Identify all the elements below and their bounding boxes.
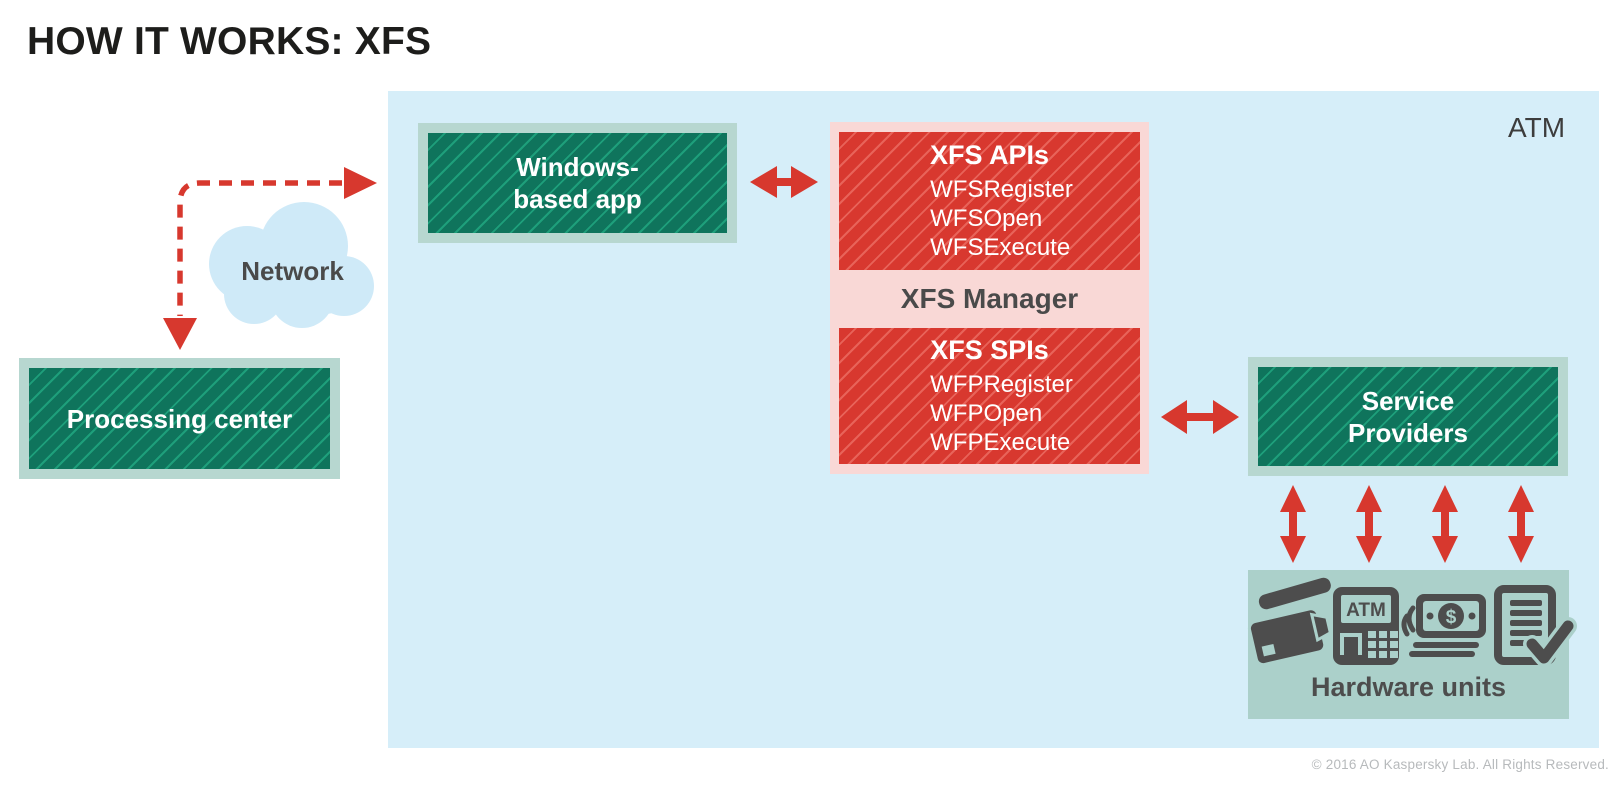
receipt-check-icon [1493,585,1577,667]
xfs-spis-item: WFPRegister [930,371,1073,398]
xfs-spis-item: WFPOpen [930,400,1043,427]
xfs-spis-items: WFPRegister WFPOpen WFPExecute [930,370,1073,457]
page-title: HOW IT WORKS: XFS [27,20,432,63]
windows-app-fill: Windows- based app [428,133,727,233]
xfs-apis-item: WFSOpen [930,205,1043,232]
xfs-apis-item: WFSRegister [930,176,1073,203]
service-providers-label-line2: Providers [1348,417,1468,448]
xfs-spis-title: XFS SPIs [930,335,1049,365]
hardware-units-label: Hardware units [1310,672,1507,702]
network-label: Network [241,255,344,286]
hardware-units-box: ATM $ [1246,570,1577,719]
service-providers-label-line1: Service [1361,385,1455,416]
copyright-text: © 2016 AO Kaspersky Lab. All Rights Rese… [1311,757,1609,772]
atm-terminal-icon: ATM [1332,587,1399,665]
xfs-spis-box: XFS SPIs WFPRegister WFPOpen WFPExecute [839,328,1140,464]
atm-icon-text: ATM [1346,600,1386,621]
xfs-apis-items: WFSRegister WFSOpen WFSExecute [930,175,1073,262]
atm-panel-label: ATM [1508,112,1566,143]
processing-center-fill: Processing center [29,368,330,469]
arrow-spis-service-providers [1161,400,1239,434]
windows-app-label-line2: based app [513,184,642,214]
xfs-manager-label: XFS Manager [900,283,1079,314]
xfs-manager-container: XFS APIs WFSRegister WFSOpen WFSExecute … [830,122,1149,474]
cash-dollar-symbol: $ [1445,607,1456,628]
arrow-sp-hardware [1508,485,1534,563]
arrowhead-down [163,318,197,350]
network-cloud-icon [209,202,374,328]
credit-cards-icon [1247,577,1332,667]
arrow-sp-hardware [1280,485,1306,563]
processing-center-box: Processing center [19,358,340,479]
hardware-icons-row: ATM $ [1246,577,1577,670]
windows-app-label-line1: Windows- [516,152,639,182]
processing-center-label: Processing center [66,403,293,434]
dashed-network-connector-arrow [163,167,377,350]
arrow-sp-hardware [1356,485,1382,563]
xfs-apis-title: XFS APIs [929,140,1050,170]
arrow-app-apis [750,166,818,198]
xfs-apis-item: WFSExecute [930,234,1071,261]
xfs-apis-box: XFS APIs WFSRegister WFSOpen WFSExecute [839,132,1140,270]
xfs-spis-item: WFPExecute [930,429,1071,456]
cash-icon: $ [1401,594,1486,657]
service-providers-box: Service Providers [1248,357,1568,476]
arrow-sp-hardware [1432,485,1458,563]
windows-app-box: Windows- based app [418,123,737,243]
arrowhead-right [344,167,377,199]
service-providers-fill: Service Providers [1258,367,1558,466]
